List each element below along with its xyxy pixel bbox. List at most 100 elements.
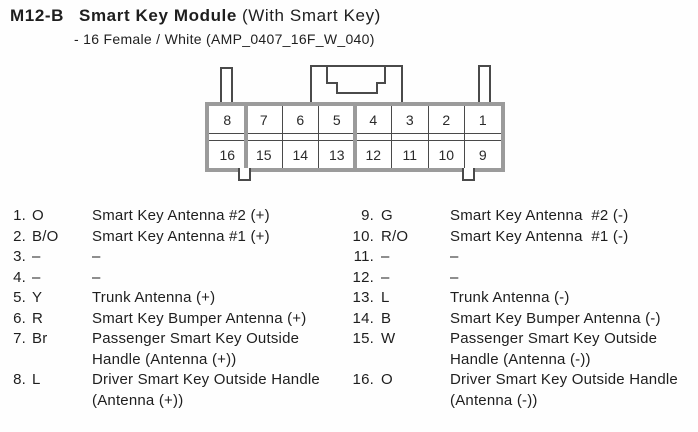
pin-list-right: 9. G Smart Key Antenna #2 (-) 10. R/O Sm… [352,206,698,411]
divider-line [391,106,392,168]
module-name: Smart Key Module [79,6,237,25]
pin-row-3: 3. – – [10,247,350,268]
pin-number: 3. [13,248,26,265]
wire-color-code: O [32,207,44,224]
wire-color-code: O [381,371,393,388]
pin-row-7: 7. Br Passenger Smart Key Outside Handle… [10,329,350,370]
pin-description: – [92,248,101,265]
pin-row-15: 15. W Passenger Smart Key Outside Handle… [352,329,698,370]
pin-description: Trunk Antenna (+) [92,289,216,306]
connector-pin-3: 3 [405,111,414,128]
connector-body: 8 7 6 5 4 3 2 1 16 15 14 13 12 11 10 9 [205,102,505,172]
page-title: M12-B Smart Key Module(With Smart Key) [10,6,381,26]
connector-pin-1: 1 [478,111,487,128]
pin-description: Smart Key Antenna #2 (+) [92,207,270,224]
pin-description: Passenger Smart Key Outside Handle (Ante… [92,330,300,368]
wire-color-code: – [32,268,41,286]
pin-description: Smart Key Bumper Antenna (-) [450,309,661,327]
divider-line [318,106,319,168]
connector-top-row: 8 7 6 5 4 3 2 1 [209,106,501,133]
connector-diagram: 8 7 6 5 4 3 2 1 16 15 14 13 12 11 10 9 [205,65,505,186]
connector-top-tab-right [478,65,491,102]
pin-row-1: 1. O Smart Key Antenna #2 (+) [10,206,350,227]
pin-row-2: 2. B/O Smart Key Antenna #1 (+) [10,227,350,248]
pin-row-13: 13. L Trunk Antenna (-) [352,288,698,309]
connector-pin-8: 8 [223,111,232,128]
pin-number: 15. [352,330,374,347]
divider-line [464,106,465,168]
wire-color-code: Br [32,330,48,347]
pin-description: Passenger Smart Key Outside Handle (Ante… [450,330,658,368]
pin-row-16: 16. O Driver Smart Key Outside Handle (A… [352,370,698,411]
connector-pin-16: 16 [219,146,236,163]
pin-number: 12. [352,268,374,286]
pin-description: Driver Smart Key Outside Handle (Antenna… [450,371,678,409]
pin-row-12: 12. – – [352,268,698,289]
wire-color-code: B/O [32,227,59,245]
wire-color-code: B [381,309,392,327]
pin-description: Driver Smart Key Outside Handle (Antenna… [92,371,320,409]
pin-number: 11. [353,248,374,265]
connector-bottom-tab-left [238,168,251,181]
latch-drawing [310,65,403,102]
pin-number: 8. [13,371,26,388]
pin-number: 10. [352,227,374,245]
connector-bottom-tab-right [462,168,475,181]
wire-color-code: Y [32,289,43,306]
pin-description: – [92,268,101,286]
pin-row-14: 14. B Smart Key Bumper Antenna (-) [352,309,698,330]
pin-description: Smart Key Antenna #2 (-) [450,207,629,224]
pin-description: Smart Key Bumper Antenna (+) [92,309,307,327]
wire-color-code: R [32,309,44,327]
pin-row-9: 9. G Smart Key Antenna #2 (-) [352,206,698,227]
module-qualifier: (With Smart Key) [241,6,381,25]
pin-description: Trunk Antenna (-) [450,289,570,306]
pin-description: Smart Key Antenna #1 (-) [450,227,629,245]
connector-spec-subtitle: - 16 Female / White (AMP_0407_16F_W_040) [74,31,375,47]
divider-line [243,106,248,168]
wire-color-code: L [381,289,390,306]
connector-pin-6: 6 [296,111,305,128]
wire-color-code: – [32,248,41,265]
pin-row-11: 11. – – [352,247,698,268]
connector-latch [310,65,403,102]
connector-pin-2: 2 [442,111,451,128]
pin-row-10: 10. R/O Smart Key Antenna #1 (-) [352,227,698,248]
pin-description: Smart Key Antenna #1 (+) [92,227,270,245]
connector-pin-7: 7 [259,111,268,128]
connector-pin-9: 9 [478,146,487,163]
pin-number: 14. [352,309,374,327]
pin-number: 5. [13,289,26,306]
connector-top-tab-left [220,67,233,102]
connector-pin-15: 15 [255,146,272,163]
connector-bottom-row: 16 15 14 13 12 11 10 9 [209,141,501,168]
pin-row-5: 5. Y Trunk Antenna (+) [10,288,350,309]
pin-number: 9. [361,207,374,224]
pin-number: 2. [13,227,26,245]
pin-number: 13. [352,289,374,306]
connector-pin-14: 14 [292,146,309,163]
pin-description: – [450,248,459,265]
pin-number: 16. [352,371,374,388]
pin-description: – [450,268,459,286]
wire-color-code: W [381,330,396,347]
divider-line [353,106,357,168]
pin-number: 1. [13,207,26,224]
divider-line [281,106,283,168]
pin-row-4: 4. – – [10,268,350,289]
connector-pin-4: 4 [369,111,378,128]
pin-list-left: 1. O Smart Key Antenna #2 (+) 2. B/O Sma… [10,206,350,411]
wire-color-code: – [381,248,390,265]
connector-pin-5: 5 [332,111,341,128]
connector-pin-10: 10 [438,146,455,163]
divider-line [427,106,429,168]
connector-id: M12-B [10,6,65,25]
wire-color-code: R/O [381,227,409,245]
wire-color-code: – [381,268,390,286]
connector-pin-13: 13 [328,146,345,163]
wire-color-code: G [381,207,393,224]
wire-color-code: L [32,371,41,388]
connector-pin-12: 12 [365,146,382,163]
connector-pin-11: 11 [402,146,418,163]
